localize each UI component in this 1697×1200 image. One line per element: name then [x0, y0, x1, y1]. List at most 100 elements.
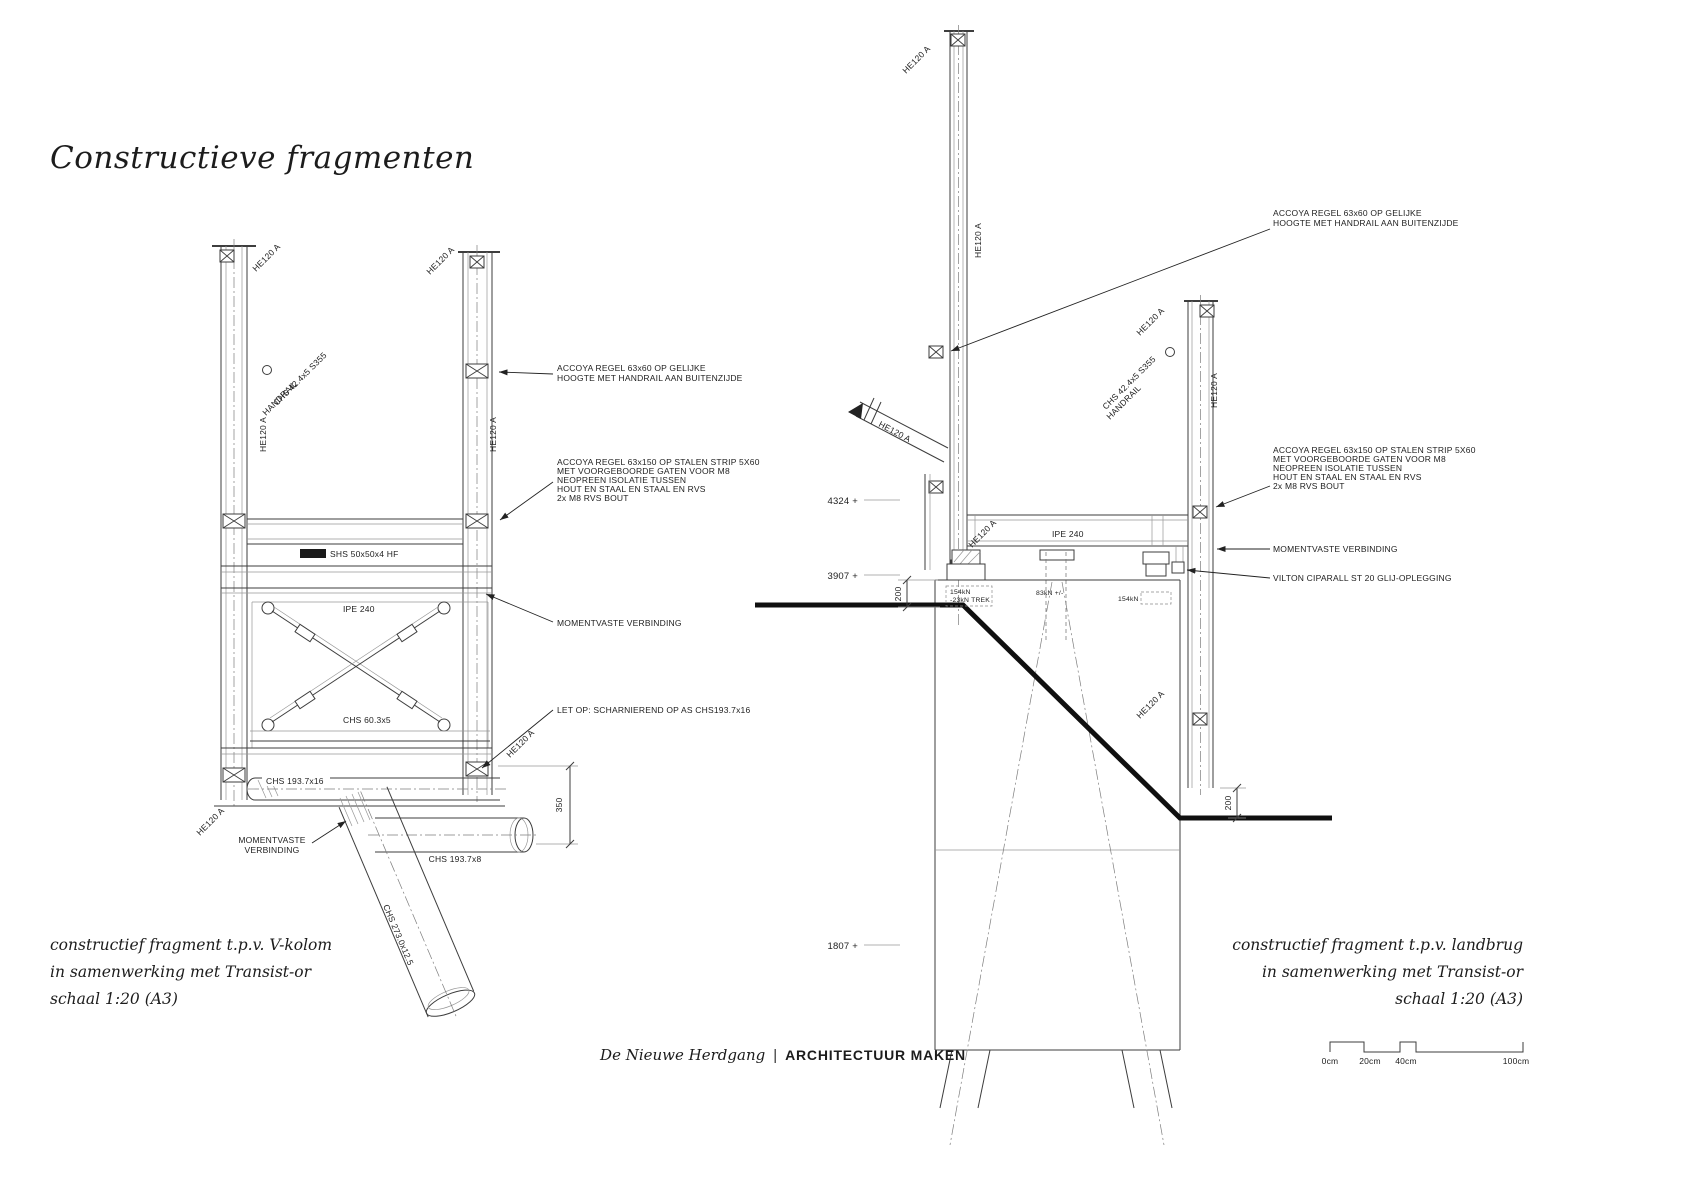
label-chs193-8: CHS 193.7x8: [429, 854, 482, 864]
caption-line: schaal 1:20 (A3): [1395, 990, 1523, 1008]
leader-moment-left: [485, 593, 554, 623]
studio-name: ARCHITECTUUR MAKEN: [785, 1047, 966, 1063]
leader-scharnier-left: [481, 709, 554, 769]
handrail-section-circle: [262, 365, 272, 375]
bolt-symbol-icon: [222, 513, 246, 529]
label-ipe240: IPE 240: [1052, 529, 1084, 539]
beam-arrowhead-icon: [848, 403, 863, 419]
bolt-symbol-icon: [219, 249, 235, 263]
annotation-accoya60-right: ACCOYA REGEL 63x60 OP GELIJKE HOOGTE MET…: [1273, 208, 1458, 228]
bolt-symbol-icon: [1192, 505, 1208, 519]
bolt-symbol-icon: [465, 513, 489, 529]
caption-line: in samenwerking met Transist-or: [50, 963, 312, 981]
label-he120a: HE120 A: [1209, 373, 1219, 408]
force-annotations: 154kN -23kN TREK 83kN +/- 154kN: [945, 585, 1172, 607]
label-he120a: HE120 A: [900, 44, 932, 76]
x-bracing: [261, 601, 451, 732]
dimension-200-label: 200: [893, 587, 903, 602]
vertical-strip: [924, 474, 931, 570]
deck-lines: [221, 565, 492, 748]
force-154kn-left: 154kN: [950, 589, 971, 596]
bolt-symbol-icon: [222, 767, 246, 783]
label-he120a: HE120 A: [973, 223, 983, 258]
annotation-line: MET VOORGEBOORDE GATEN VOOR M8: [557, 466, 730, 476]
caption-line: constructief fragment t.p.v. V-kolom: [50, 936, 333, 954]
left-fragment-caption: constructief fragment t.p.v. V-kolom in …: [50, 932, 332, 1013]
diagonal-break-beam: [848, 397, 949, 463]
force-23kn-trek: -23kN TREK: [950, 597, 990, 604]
scale-20cm: 20cm: [1359, 1056, 1381, 1066]
annotation-line: ACCOYA REGEL 63x60 OP GELIJKE: [1273, 208, 1422, 218]
leader-accoya150-right: [1215, 485, 1271, 508]
label-shs: SHS 50x50x4 HF: [330, 549, 398, 559]
annotation-line: ACCOYA REGEL 63x60 OP GELIJKE: [557, 363, 706, 373]
label-handrail: HANDRAIL: [260, 379, 299, 418]
label-he120a: HE120 A: [194, 806, 226, 838]
dimension-350: [498, 761, 578, 849]
shs-profile-marker: [300, 549, 326, 558]
label-he120a: HE120 A: [966, 518, 998, 550]
annotation-accoya150-right: ACCOYA REGEL 63x150 OP STALEN STRIP 5X60…: [1273, 445, 1476, 491]
label-he120a: HE120 A: [258, 417, 268, 452]
right-column: [458, 245, 500, 802]
concrete-abutment: [934, 579, 1181, 1146]
handrail-section-circle: [1165, 347, 1175, 357]
project-name: De Nieuwe Herdgang: [600, 1046, 766, 1064]
annotation-line: ACCOYA REGEL 63x150 OP STALEN STRIP 5X60: [1273, 445, 1476, 455]
annotation-line: NEOPREEN ISOLATIE TUSSEN: [557, 475, 686, 485]
tall-column: [944, 25, 974, 625]
scale-bar: 0cm 20cm 40cm 100cm: [1322, 1041, 1530, 1066]
bearings: [946, 549, 1185, 640]
label-bg: [262, 775, 330, 786]
bolt-symbol-icon: [950, 33, 966, 47]
bolt-symbol-icon: [469, 255, 485, 269]
chs-193-8-tube: [368, 817, 538, 853]
elevation-1807: 1807 +: [827, 941, 858, 952]
elevation-marks: 4324 + 3907 + 1807 +: [827, 496, 900, 952]
scale-100cm: 100cm: [1503, 1056, 1530, 1066]
annotation-vilton: VILTON CIPARALL ST 20 GLIJ-OPLEGGING: [1273, 573, 1452, 583]
ground-line: [755, 602, 1332, 821]
bolt-symbol-icon: [465, 761, 489, 777]
right-fragment-caption: constructief fragment t.p.v. landbrug in…: [1232, 932, 1523, 1013]
dimension-200-left: [898, 575, 940, 612]
annotation-line: MET VOORGEBOORDE GATEN VOOR M8: [1273, 454, 1446, 464]
annotation-line: HOOGTE MET HANDRAIL AAN BUITENZIJDE: [557, 373, 743, 383]
caption-line: in samenwerking met Transist-or: [1261, 963, 1523, 981]
joint-hatch: [339, 791, 371, 827]
label-bg: [1046, 527, 1090, 540]
label-he120a: HE120 A: [1134, 306, 1166, 338]
label-chs60: CHS 60.3x5: [343, 715, 391, 725]
dimension-200-label: 200: [1223, 796, 1233, 811]
elevation-3907: 3907 +: [827, 571, 858, 582]
deck-beam: [967, 514, 1188, 562]
annotation-accoya150-left: ACCOYA REGEL 63x150 OP STALEN STRIP 5X60…: [557, 457, 760, 503]
handrail-post: [1184, 295, 1218, 795]
label-he120a: HE120 A: [877, 419, 913, 444]
annotation-line: NEOPREEN ISOLATIE TUSSEN: [1273, 463, 1402, 473]
annotation-moment-right: MOMENTVASTE VERBINDING: [1273, 544, 1398, 554]
label-he120a: HE120 A: [1134, 689, 1166, 721]
annotation-scharnier-left: LET OP: SCHARNIEREND OP AS CHS193.7x16: [557, 705, 750, 715]
leader-accoya150-left: [499, 481, 554, 521]
annotation-accoya60-left: ACCOYA REGEL 63x60 OP GELIJKE HOOGTE MET…: [557, 363, 743, 383]
leader-vilton: [1186, 567, 1271, 579]
left-fragment-drawing: HE120 A HE120 A CHS 42.4x5 S355 HANDRAIL…: [194, 239, 760, 1019]
bottom-chord: [221, 730, 492, 755]
elevation-4324: 4324 +: [827, 496, 858, 507]
annotation-moment-left: MOMENTVASTE VERBINDING: [557, 618, 682, 628]
label-he120a: HE120 A: [488, 417, 498, 452]
page-title: Constructieve fragmenten: [50, 140, 475, 176]
scale-40cm: 40cm: [1395, 1056, 1417, 1066]
label-chs273: CHS 273.0x12.5: [381, 903, 416, 967]
bolt-symbol-icon: [465, 363, 489, 379]
leader-moment-joint: [311, 820, 347, 844]
label-he120a: HE120 A: [504, 728, 536, 760]
bolt-symbol-icon: [928, 480, 944, 494]
bolt-symbol-icon: [1192, 712, 1208, 726]
leader-accoya60-left: [498, 369, 554, 376]
leader-accoya60-right: [950, 228, 1271, 352]
label-he120a: HE120 A: [424, 245, 456, 277]
